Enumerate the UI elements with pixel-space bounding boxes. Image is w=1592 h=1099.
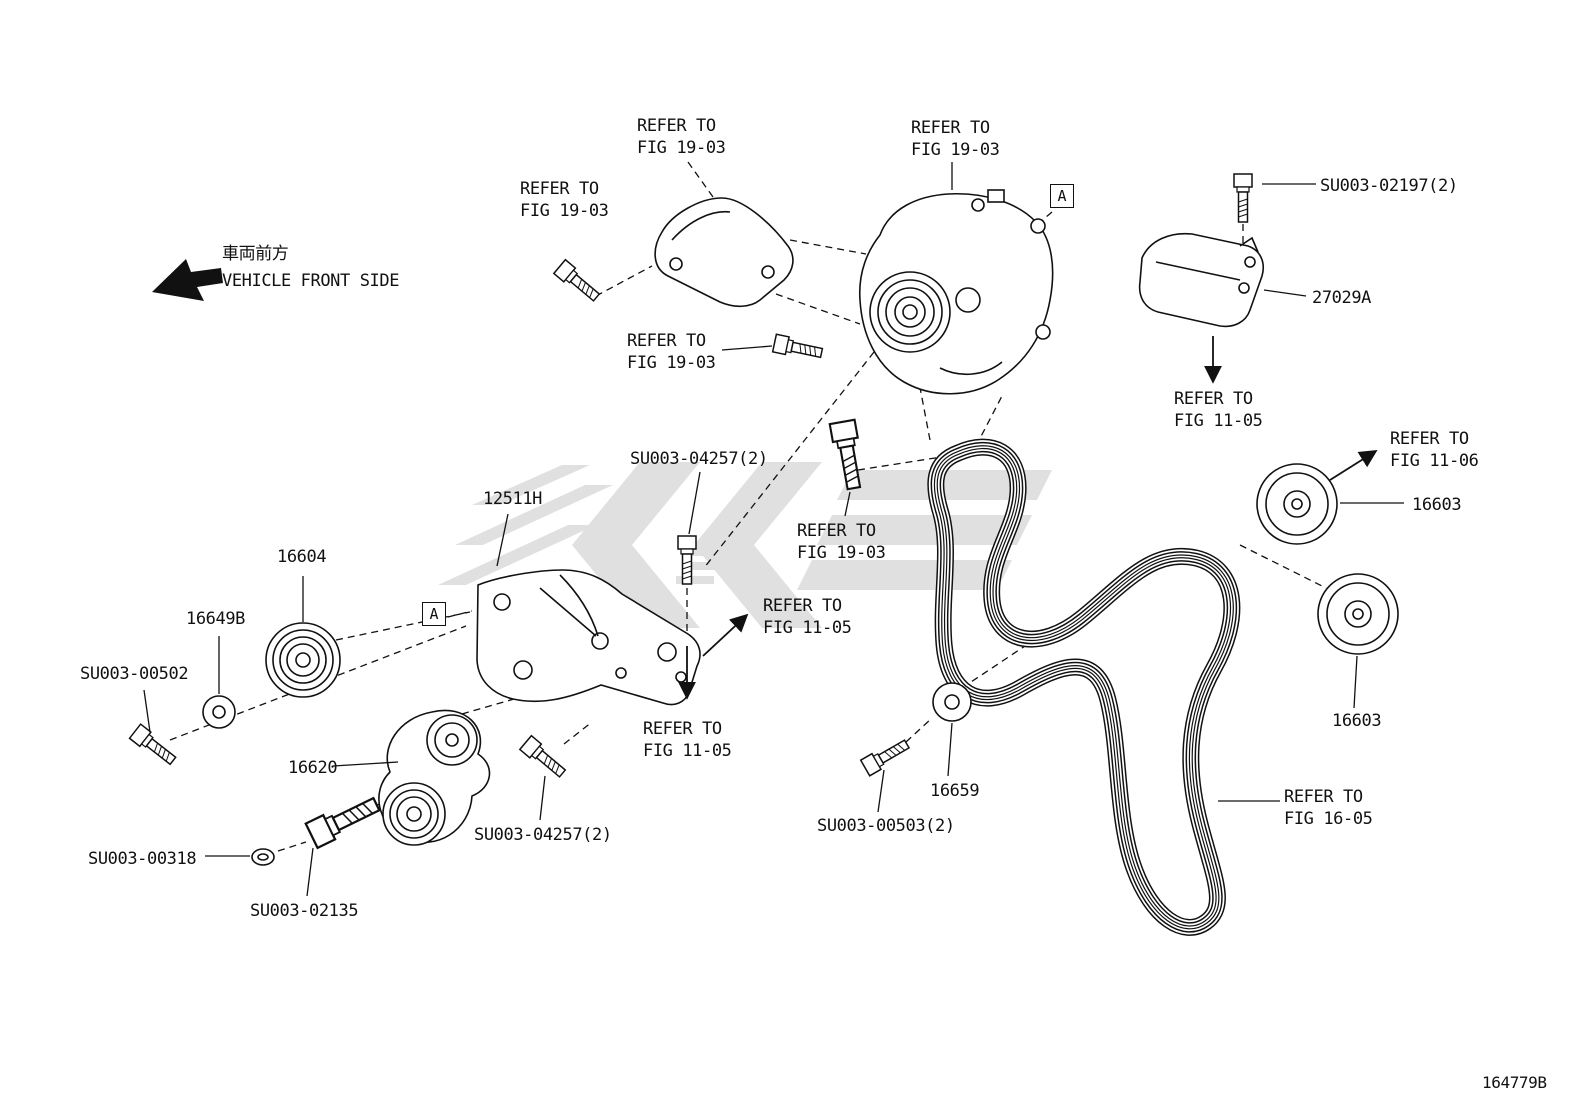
ref-fig-19-03-5: REFER TO FIG 19-03 [797, 521, 886, 563]
washer-16659 [932, 682, 972, 722]
ref-fig-11-05-2: REFER TO FIG 11-05 [763, 596, 852, 638]
vehicle-front-arrow-icon [152, 259, 223, 301]
label-16649b: 16649B [186, 609, 246, 629]
ref-fig-16-05: REFER TO FIG 16-05 [1284, 787, 1373, 829]
idler-pulley-16603-bottom [1317, 573, 1399, 655]
label-16659: 16659 [930, 781, 980, 801]
label-su003-04257-top: SU003-04257(2) [630, 449, 768, 469]
bracket-12511h [476, 569, 701, 706]
label-16603-bottom: 16603 [1332, 711, 1382, 731]
label-su003-00502: SU003-00502 [80, 664, 189, 684]
ref-fig-11-05-3: REFER TO FIG 11-05 [643, 719, 732, 761]
drawing-number: 164779B [1482, 1073, 1547, 1092]
washer-16649b [202, 695, 236, 729]
label-16620: 16620 [288, 758, 338, 778]
reference-arrows [678, 336, 1378, 700]
leader-lines [143, 162, 1404, 897]
part-27029a [1138, 232, 1264, 328]
serpentine-belt [927, 438, 1241, 936]
ref-fig-11-06: REFER TO FIG 11-06 [1390, 429, 1479, 471]
vehicle-front-label-jp: 車両前方 [222, 244, 289, 264]
ref-fig-19-03-1: REFER TO FIG 19-03 [637, 116, 726, 158]
idler-pulley-16603-top [1256, 463, 1338, 545]
label-su003-02197: SU003-02197(2) [1320, 176, 1458, 196]
vehicle-front-label-en: VEHICLE FRONT SIDE [222, 271, 400, 291]
bolt-su003-00503 [859, 735, 913, 777]
ref-fig-19-03-4: REFER TO FIG 19-03 [627, 331, 716, 373]
alternator-cover [654, 197, 794, 308]
bolt-fig19-03-alt [771, 333, 825, 363]
label-16604: 16604 [277, 547, 327, 567]
label-12511h: 12511H [483, 489, 543, 509]
ref-fig-19-03-3: REFER TO FIG 19-03 [911, 118, 1000, 160]
label-su003-04257-bottom: SU003-04257(2) [474, 825, 612, 845]
alternator [858, 189, 1054, 395]
pulley-16604 [265, 622, 341, 698]
label-16603-top: 16603 [1412, 495, 1462, 515]
label-su003-00503: SU003-00503(2) [817, 816, 955, 836]
detail-marker-a-bracket: A [422, 602, 446, 626]
label-su003-02135: SU003-02135 [250, 901, 359, 921]
belt-tensioner-16620 [378, 709, 491, 846]
ref-fig-19-03-2: REFER TO FIG 19-03 [520, 179, 609, 221]
bolt-fig19-03-cover [553, 258, 603, 306]
bolt-su003-02197 [1233, 173, 1253, 223]
label-27029a: 27029A [1312, 288, 1372, 308]
plug-su003-00318 [251, 848, 275, 866]
detail-marker-a-alternator: A [1050, 184, 1074, 208]
bolt-su003-02135 [304, 790, 384, 850]
bolt-su003-04257-bottom [519, 734, 569, 782]
ref-fig-11-05-1: REFER TO FIG 11-05 [1174, 389, 1263, 431]
watermark [438, 462, 1052, 628]
label-su003-00318: SU003-00318 [88, 849, 197, 869]
bolt-su003-00502 [128, 723, 180, 769]
